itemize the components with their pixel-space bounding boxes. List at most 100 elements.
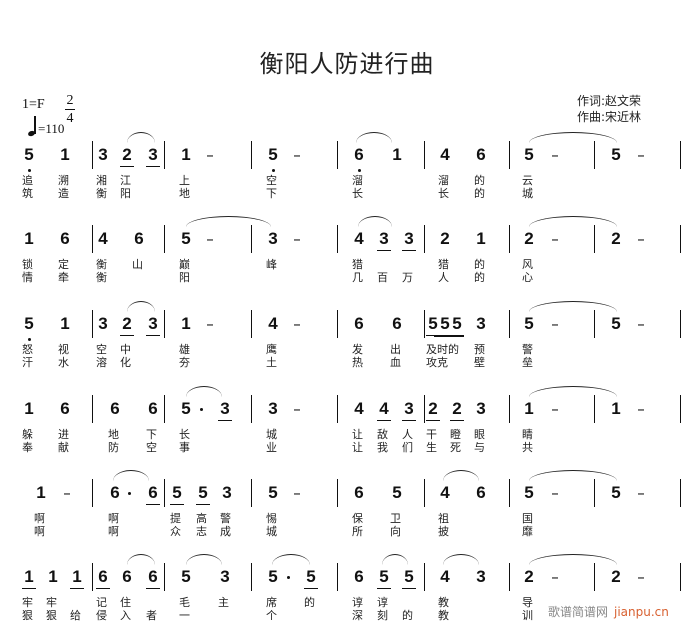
lyric-verse-2: 共 xyxy=(522,441,533,454)
lyric-verse-2: 城 xyxy=(266,525,277,538)
bar-line xyxy=(680,310,682,338)
note: 6 xyxy=(392,314,402,333)
note: 5 xyxy=(268,567,278,586)
slur-arc xyxy=(358,216,392,227)
bar-line xyxy=(251,310,253,338)
note: 1 xyxy=(24,399,34,418)
note: 4 xyxy=(354,399,364,418)
lyric-verse-1: 衡 xyxy=(96,258,107,271)
bar-line xyxy=(337,479,339,507)
note: 2 xyxy=(450,400,464,421)
note: 6 xyxy=(134,229,144,248)
bar-line xyxy=(92,395,94,423)
lyric-verse-1: 国 xyxy=(522,512,533,525)
note: 2 xyxy=(524,229,534,248)
note: 1 xyxy=(476,229,486,248)
sustain-dash: – xyxy=(293,400,301,418)
key-signature: 1=F xyxy=(22,97,45,112)
lyric-verse-1: 怒 xyxy=(22,343,33,356)
note: 3 xyxy=(268,229,278,248)
lyric-verse-2: 给 xyxy=(70,609,81,622)
song-title: 衡阳人防进行曲 xyxy=(259,50,435,78)
note: 4 xyxy=(440,567,450,586)
sustain-dash: – xyxy=(551,400,559,418)
lyric-verse-1: 干 xyxy=(426,428,437,441)
note: 5 xyxy=(438,315,452,336)
lyric-verse-1: 中 xyxy=(120,343,131,356)
bar-line xyxy=(509,479,511,507)
lyric-verse-1: 溯 xyxy=(58,174,69,187)
lyric-verse-2: 夯 xyxy=(179,356,190,369)
note: 6 xyxy=(122,567,132,586)
note: 4 xyxy=(377,400,391,421)
note: 5 xyxy=(392,483,402,502)
lyric-verse-2: 生 xyxy=(426,441,437,454)
lyric-verse-2: 训 xyxy=(522,609,533,622)
lyric-verse-1: 发 xyxy=(352,343,363,356)
note: 2 xyxy=(611,567,621,586)
slur-arc xyxy=(127,301,155,312)
lyric-verse-2: 地 xyxy=(179,187,190,200)
lyric-verse-2: 水 xyxy=(58,356,69,369)
lyric-verse-1: 导 xyxy=(522,596,533,609)
slur-arc xyxy=(127,554,155,565)
sustain-dash: – xyxy=(293,484,301,502)
lyric-verse-2: 深 xyxy=(352,609,363,622)
lyric-verse-2: 长 xyxy=(352,187,363,200)
lyric-verse-2: 垒 xyxy=(522,356,533,369)
note: 1 xyxy=(60,314,70,333)
augmentation-dot xyxy=(200,408,203,411)
lyric-verse-2: 者 xyxy=(146,609,157,622)
lyric-verse-2: 血 xyxy=(390,356,401,369)
lyric-verse-1: 保 xyxy=(352,512,363,525)
lyric-verse-2: 攻克 xyxy=(426,356,448,369)
lyric-verse-1: 睛 xyxy=(522,428,533,441)
lyric-verse-2: 死 xyxy=(450,441,461,454)
note: 5 xyxy=(426,315,440,336)
note: 1 xyxy=(70,568,84,589)
lyric-verse-1: 让 xyxy=(352,428,363,441)
bar-line xyxy=(92,479,94,507)
lyric-verse-2: 壁 xyxy=(474,356,485,369)
sustain-dash: – xyxy=(551,568,559,586)
lyric-verse-2: 下 xyxy=(266,187,277,200)
bar-line xyxy=(92,310,94,338)
lyric-verse-2: 啊 xyxy=(108,525,119,538)
lyric-verse-1: 记 xyxy=(96,596,107,609)
lyric-verse-2: 造 xyxy=(58,187,69,200)
sustain-dash: – xyxy=(206,230,214,248)
note: 1 xyxy=(392,145,402,164)
lyric-verse-2: 所 xyxy=(352,525,363,538)
note: 2 xyxy=(611,229,621,248)
lyric-verse-1: 风 xyxy=(522,258,533,271)
bar-line xyxy=(424,563,426,591)
tempo-value: =110 xyxy=(38,121,65,136)
bar-line xyxy=(509,310,511,338)
note: 4 xyxy=(440,483,450,502)
lyric-verse-1: 的 xyxy=(304,596,315,609)
lyric-verse-1: 高 xyxy=(196,512,207,525)
sustain-dash: – xyxy=(551,315,559,333)
bar-line xyxy=(509,141,511,169)
slur-arc xyxy=(529,470,617,481)
augmentation-dot xyxy=(128,492,131,495)
lyricist-credit: 作词:赵文荣 xyxy=(577,94,642,108)
lyric-verse-1: 提 xyxy=(170,512,181,525)
lyric-verse-1: 教 xyxy=(438,596,449,609)
note: 1 xyxy=(48,567,58,586)
lyric-verse-2: 个 xyxy=(266,609,277,622)
note: 5 xyxy=(611,145,621,164)
note: 6 xyxy=(354,483,364,502)
lyric-verse-2: 牵 xyxy=(58,271,69,284)
note: 3 xyxy=(222,483,232,502)
note: 5 xyxy=(22,146,36,172)
slur-arc xyxy=(356,132,392,143)
slur-arc xyxy=(443,470,479,481)
bar-line xyxy=(251,395,253,423)
slur-arc xyxy=(186,554,222,565)
lyric-verse-2: 的 xyxy=(474,271,485,284)
note: 6 xyxy=(476,145,486,164)
bar-line xyxy=(424,225,426,253)
lyric-verse-1: 躲 xyxy=(22,428,33,441)
lyric-verse-1: 江 xyxy=(120,174,131,187)
